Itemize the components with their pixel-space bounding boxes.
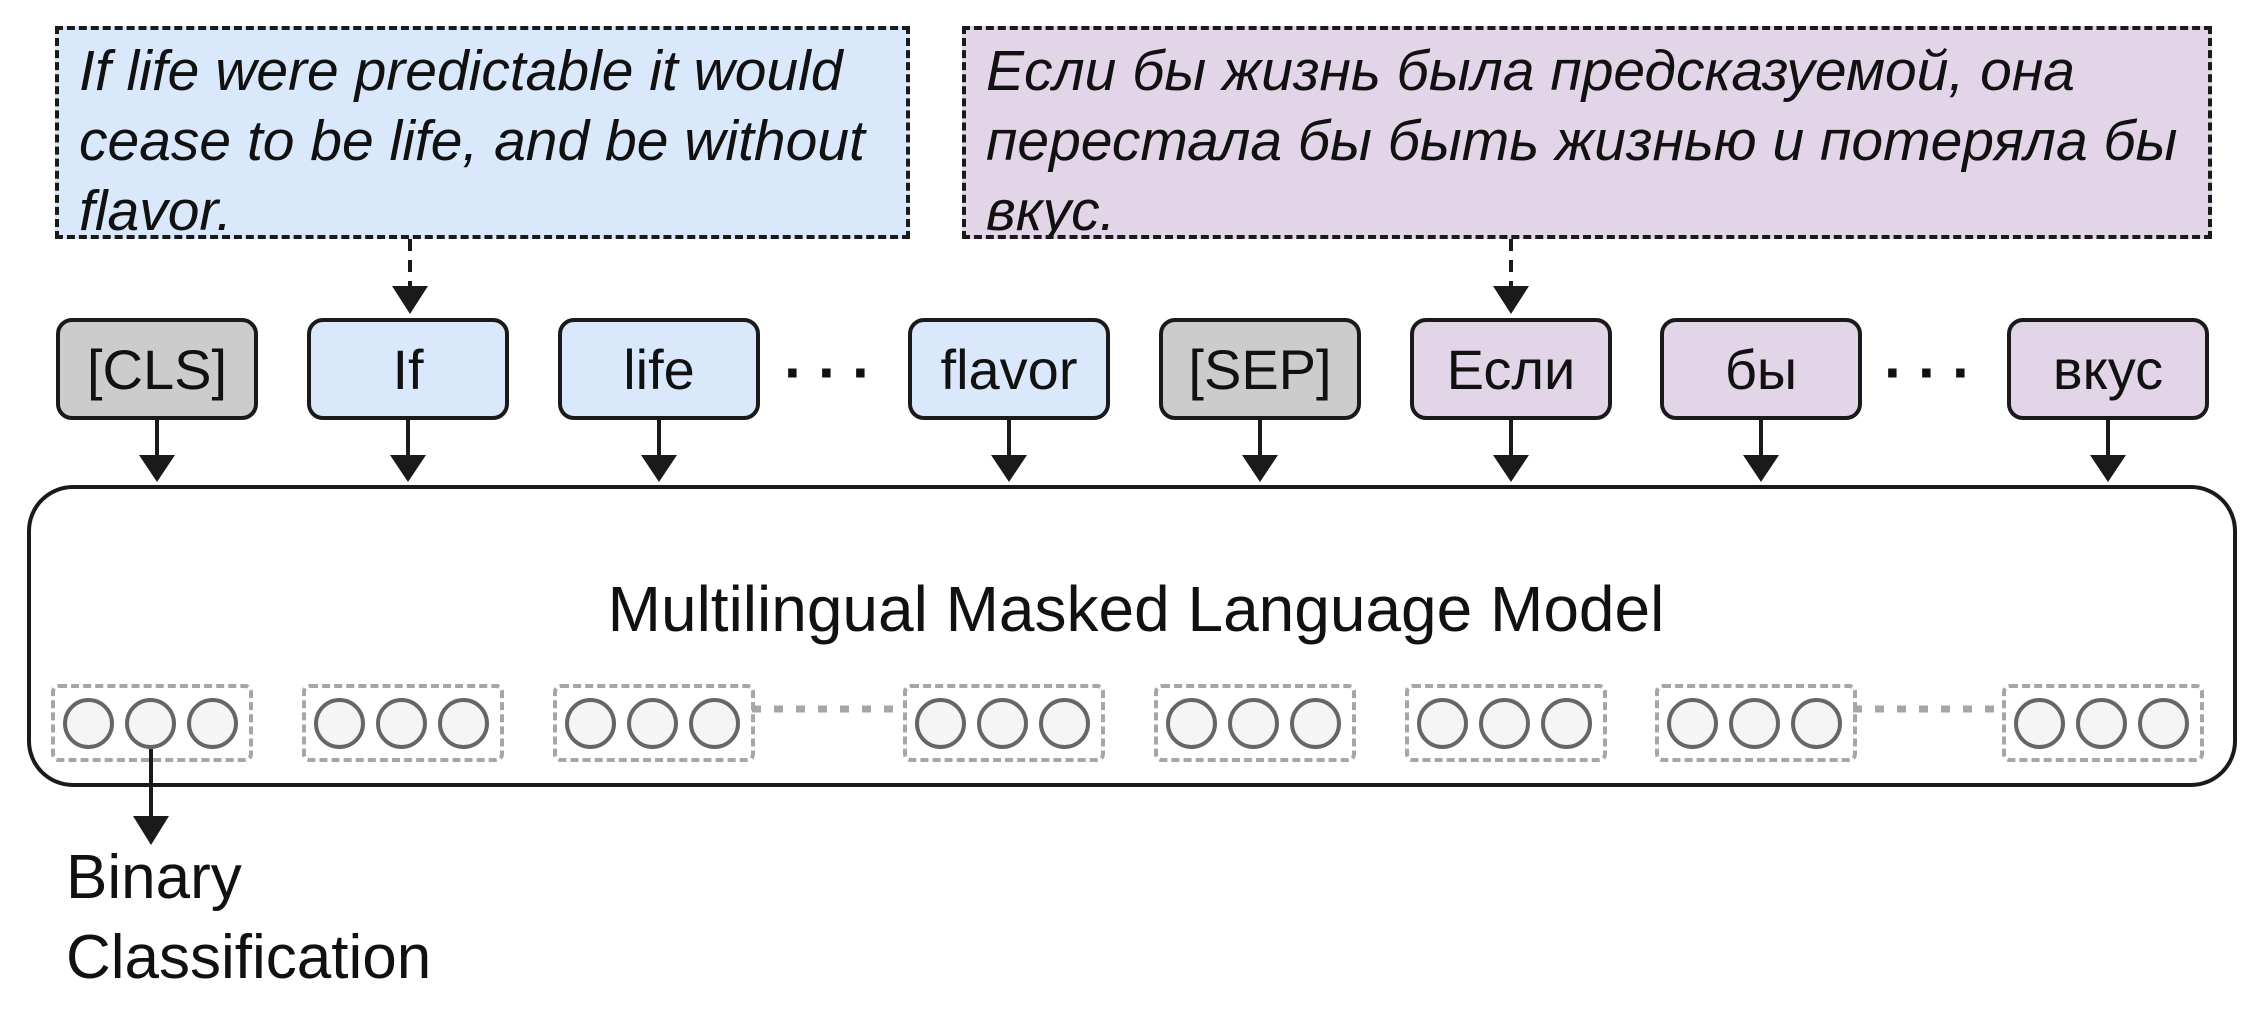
token-label: вкус xyxy=(2052,337,2164,401)
neuron-node xyxy=(1417,698,1468,749)
neuron-node xyxy=(376,698,427,749)
arrowhead xyxy=(1493,286,1529,314)
token-label: [SEP] xyxy=(1188,337,1332,401)
neuron-node xyxy=(915,698,966,749)
token-by: бы xyxy=(1660,318,1862,420)
token-label: Если xyxy=(1446,337,1576,401)
model-box: Multilingual Masked Language Model xyxy=(27,485,2237,787)
neuron-node xyxy=(1667,698,1718,749)
arrowhead xyxy=(991,455,1027,482)
neuron-node xyxy=(1228,698,1279,749)
arrowhead xyxy=(641,455,677,482)
embedding-vkus xyxy=(2002,684,2204,762)
neuron-node xyxy=(977,698,1028,749)
neuron-node xyxy=(187,698,238,749)
neuron-node xyxy=(438,698,489,749)
token-label: flavor xyxy=(940,337,1078,401)
embedding-esli xyxy=(1405,684,1607,762)
token-arrows xyxy=(139,420,2126,482)
arrowhead xyxy=(2090,455,2126,482)
output-label-line2: Classification xyxy=(66,923,432,992)
arrowhead xyxy=(139,455,175,482)
token-if: If xyxy=(307,318,509,420)
neuron-node xyxy=(125,698,176,749)
embedding-if xyxy=(302,684,504,762)
neuron-node xyxy=(2076,698,2127,749)
token-life: life xyxy=(558,318,760,420)
embedding-life xyxy=(553,684,755,762)
embedding-flavor xyxy=(903,684,1105,762)
token-label: бы xyxy=(1724,337,1798,401)
neuron-node xyxy=(1791,698,1842,749)
token-ellipsis-english: ··· xyxy=(784,339,886,406)
embedding-sep xyxy=(1154,684,1356,762)
model-title: Multilingual Masked Language Model xyxy=(607,573,1665,645)
neuron-node xyxy=(1729,698,1780,749)
arrowhead xyxy=(1743,455,1779,482)
neuron-node xyxy=(1479,698,1530,749)
neuron-node xyxy=(1039,698,1090,749)
token-cls: [CLS] xyxy=(56,318,258,420)
sentence-arrows xyxy=(392,239,1529,314)
neuron-node xyxy=(2138,698,2189,749)
token-label: life xyxy=(623,337,695,401)
neuron-node xyxy=(689,698,740,749)
russian-sentence-box: Если бы жизнь была предсказуемой, она пе… xyxy=(962,26,2212,239)
neuron-node xyxy=(63,698,114,749)
neuron-node xyxy=(1541,698,1592,749)
arrowhead xyxy=(392,286,428,314)
neuron-node xyxy=(627,698,678,749)
token-ellipsis-russian: ··· xyxy=(1884,339,1986,406)
arrowhead xyxy=(133,816,169,845)
english-sentence-box: If life were predictable it would cease … xyxy=(55,26,910,239)
english-sentence-text: If life were predictable it would cease … xyxy=(79,39,865,239)
output-label: Binary Classification xyxy=(66,838,431,998)
arrowhead xyxy=(390,455,426,482)
embedding-cls xyxy=(51,684,253,762)
output-arrow xyxy=(133,749,169,845)
neuron-node xyxy=(565,698,616,749)
token-vkus: вкус xyxy=(2007,318,2209,420)
token-flavor: flavor xyxy=(908,318,1110,420)
token-sep: [SEP] xyxy=(1159,318,1361,420)
embedding-by xyxy=(1655,684,1857,762)
arrowhead xyxy=(1493,455,1529,482)
neuron-node xyxy=(314,698,365,749)
neuron-node xyxy=(1166,698,1217,749)
neuron-node xyxy=(1290,698,1341,749)
token-label: [CLS] xyxy=(86,337,228,401)
output-label-line1: Binary xyxy=(66,843,242,912)
arrowhead xyxy=(1242,455,1278,482)
russian-sentence-text: Если бы жизнь была предсказуемой, она пе… xyxy=(986,39,2178,239)
neuron-node xyxy=(2014,698,2065,749)
token-esli: Если xyxy=(1410,318,1612,420)
token-label: If xyxy=(392,337,424,401)
